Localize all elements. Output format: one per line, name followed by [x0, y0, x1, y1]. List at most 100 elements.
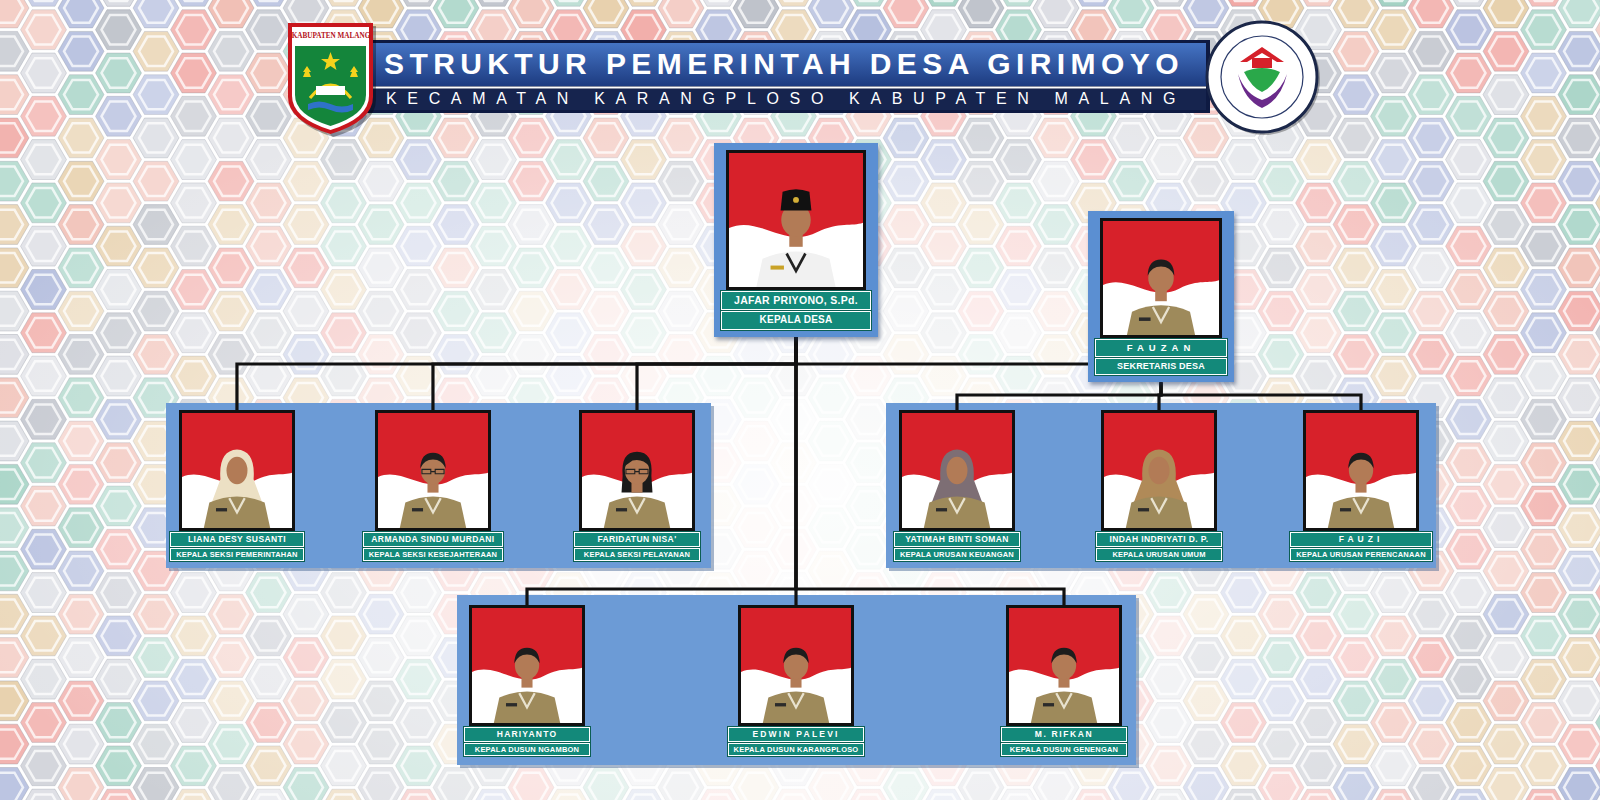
name-plate: FAUZIKEPALA URUSAN PERENCANAAN — [1290, 532, 1432, 561]
glasses — [422, 469, 444, 473]
official-card: EDWIN PALEVIKEPALA DUSUN KARANGPLOSO — [728, 605, 865, 756]
badge — [216, 508, 227, 511]
portrait-photo — [899, 410, 1015, 531]
uniform — [1031, 691, 1097, 723]
position-title: KEPALA DESA — [721, 311, 871, 330]
name-plate: LIANA DESY SUSANTIKEPALA SEKSI PEMERINTA… — [170, 532, 304, 561]
collar — [788, 693, 803, 707]
title-band — [364, 43, 1206, 86]
shield-logo — [288, 23, 373, 134]
position-title: KEPALA DUSUN KARANGPLOSO — [728, 743, 865, 756]
name-plate: ARMANDA SINDU MURDANIKEPALA SEKSI KESEJA… — [363, 532, 504, 561]
badge — [936, 508, 947, 511]
official-card: FAUZIKEPALA URUSAN PERENCANAAN — [1290, 410, 1432, 561]
person-name: EDWIN PALEVI — [728, 727, 865, 742]
shield-logo — [292, 27, 369, 130]
collar — [1353, 498, 1368, 512]
subtitle-band — [364, 89, 1206, 110]
person-name: INDAH INDRIYATI D. P. — [1096, 532, 1222, 547]
title-rule — [364, 87, 1206, 89]
logo-text: KABUPATEN MALANG — [292, 32, 371, 41]
org-connector — [527, 337, 796, 605]
name-plate: HARIYANTOKEPALA DUSUN NGAMBON — [464, 727, 590, 756]
name-plate: EDWIN PALEVIKEPALA DUSUN KARANGPLOSO — [728, 727, 865, 756]
name-plate: M. RIFKANKEPALA DUSUN GENENGAN — [1001, 727, 1127, 756]
position-title: KEPALA DUSUN NGAMBON — [464, 743, 590, 756]
photo-backdrop — [902, 413, 1013, 528]
hair — [1148, 259, 1175, 275]
position-title: KEPALA DUSUN GENENGAN — [1001, 743, 1127, 756]
name-plate: FAUZANSEKRETARIS DESA — [1095, 339, 1227, 375]
group-panel — [166, 403, 711, 568]
collar — [229, 498, 244, 512]
org-connector — [637, 337, 796, 410]
badge — [616, 508, 627, 511]
position-title: KEPALA URUSAN KEUANGAN — [894, 548, 1020, 561]
uniform — [1126, 496, 1192, 528]
subtitle-text: KECAMATAN KARANGPLOSO KABUPATEN MALANG — [386, 89, 1186, 108]
photo-backdrop — [729, 150, 863, 289]
hair — [625, 454, 649, 466]
star-symbol — [321, 52, 340, 70]
house-symbol — [1252, 58, 1272, 68]
badge — [1340, 508, 1351, 511]
group-panel — [886, 403, 1436, 568]
name-plate: YATIMAH BINTI SOMANKEPALA URUSAN KEUANGA… — [894, 532, 1020, 561]
official-card: ARMANDA SINDU MURDANIKEPALA SEKSI KESEJA… — [363, 410, 504, 561]
official-card: YATIMAH BINTI SOMANKEPALA URUSAN KEUANGA… — [894, 410, 1020, 561]
hair — [783, 648, 808, 663]
cap-badge — [793, 197, 799, 203]
position-title: KEPALA URUSAN UMUM — [1096, 548, 1222, 561]
photo-backdrop — [378, 413, 489, 528]
panel-shadow — [169, 406, 714, 571]
ministry-logo — [1207, 22, 1317, 132]
portrait-photo — [579, 410, 695, 531]
face — [946, 457, 967, 485]
person-name: M. RIFKAN — [1001, 727, 1127, 742]
official-card: HARIYANTOKEPALA DUSUN NGAMBON — [464, 605, 590, 756]
org-connector — [796, 337, 1064, 605]
uniform — [604, 496, 670, 528]
badge — [1139, 317, 1151, 320]
org-connector — [433, 337, 796, 410]
portrait-photo — [738, 605, 854, 726]
logo-shadow — [1208, 23, 1320, 135]
uniform — [763, 691, 829, 723]
person-name: HARIYANTO — [464, 727, 590, 742]
leaf-symbol — [1244, 68, 1280, 92]
official-card: INDAH INDRIYATI D. P.KEPALA URUSAN UMUM — [1096, 410, 1222, 561]
collar — [629, 498, 644, 512]
position-title: KEPALA SEKSI PELAYANAN — [574, 548, 700, 561]
photo-backdrop — [1104, 413, 1215, 528]
official-card: M. RIFKANKEPALA DUSUN GENENGAN — [1001, 605, 1127, 756]
person-name: JAFAR PRIYONO, S.Pd. — [721, 291, 871, 310]
person-name: FARIDATUN NISA' — [574, 532, 700, 547]
collar — [1153, 307, 1169, 322]
emblem-leaves — [303, 66, 358, 77]
collar — [519, 693, 534, 707]
position-title: KEPALA SEKSI KESEJAHTERAAN — [363, 548, 504, 561]
person-name: ARMANDA SINDU MURDANI — [363, 532, 504, 547]
org-connector — [237, 337, 796, 410]
uniform — [1126, 305, 1196, 338]
portrait-photo — [1101, 410, 1217, 531]
photo-backdrop — [1103, 218, 1219, 338]
org-connector — [957, 382, 1161, 410]
logo-ring — [1221, 36, 1303, 118]
portrait-photo — [1303, 410, 1419, 531]
official-card-framed: FAUZANSEKRETARIS DESA — [1088, 211, 1234, 382]
portrait-photo — [179, 410, 295, 531]
panel-shadow — [460, 598, 1139, 768]
uniform — [924, 496, 990, 528]
cap — [781, 189, 812, 210]
photo-backdrop — [472, 608, 583, 723]
portrait-photo — [1100, 218, 1222, 338]
name-plate: INDAH INDRIYATI D. P.KEPALA URUSAN UMUM — [1096, 532, 1222, 561]
name-plate: JAFAR PRIYONO, S.Pd.KEPALA DESA — [721, 291, 871, 330]
hair — [514, 648, 539, 663]
group-panel — [457, 595, 1136, 765]
face — [1148, 457, 1169, 485]
uniform — [756, 251, 836, 289]
panel-shadow — [889, 406, 1439, 571]
